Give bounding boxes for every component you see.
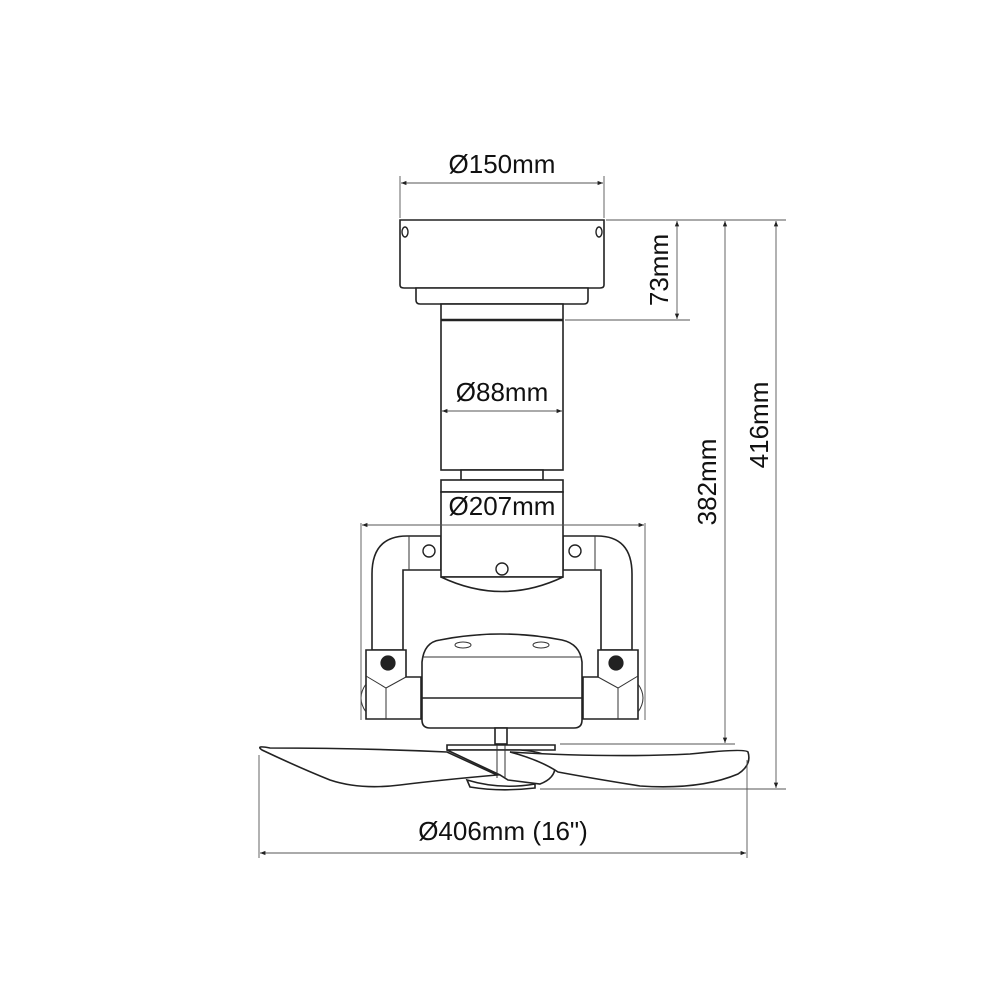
motor-housing <box>360 633 644 729</box>
dim-canopy-diameter: Ø150mm <box>399 149 605 218</box>
screw-icon <box>495 562 509 576</box>
overall-height-label: 416mm <box>744 382 774 469</box>
screw-icon <box>608 655 624 671</box>
dim-canopy-height: 73mm <box>565 219 690 321</box>
dim-blade-span: Ø406mm (16") <box>258 755 748 858</box>
dim-height-to-blades: 382mm <box>560 219 735 745</box>
downrod-diameter-label: Ø88mm <box>456 377 548 407</box>
dim-bracket-width: Ø207mm <box>360 491 646 720</box>
hub <box>446 727 556 791</box>
screw-icon <box>401 226 409 238</box>
screw-icon <box>595 226 603 238</box>
blade-span-label: Ø406mm (16") <box>418 816 588 846</box>
screw-icon <box>422 544 436 558</box>
screw-icon <box>380 655 396 671</box>
height-to-blades-label: 382mm <box>692 439 722 526</box>
dim-downrod-diameter: Ø88mm <box>442 377 562 414</box>
blades <box>259 746 750 788</box>
canopy-height-label: 73mm <box>644 234 674 306</box>
bracket-width-label: Ø207mm <box>449 491 556 521</box>
canopy-diameter-label: Ø150mm <box>449 149 556 179</box>
screw-icon <box>568 544 582 558</box>
downrod <box>440 303 564 493</box>
dim-overall-height: 416mm <box>540 219 786 790</box>
bracket <box>371 491 633 651</box>
canopy <box>399 219 605 305</box>
